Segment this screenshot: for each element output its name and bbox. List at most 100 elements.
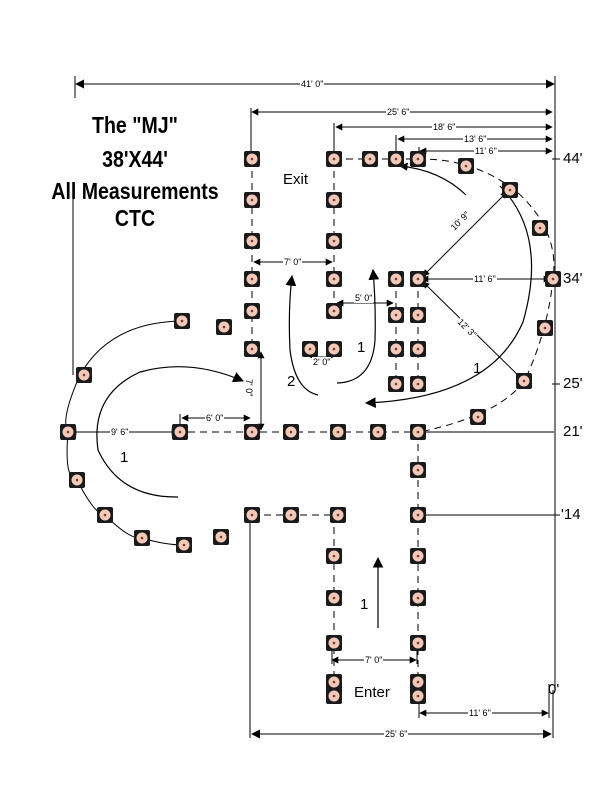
post [388,271,404,287]
post [330,507,346,523]
dim-label-6-0: 6' 0" [205,413,225,423]
post [326,674,342,690]
post [410,376,426,392]
dim-label-11-6-right: 11' 6" [473,274,497,284]
row-marker-lines [420,158,560,516]
post [388,341,404,357]
dim-label-18-6: 18' 6" [432,122,457,132]
post [532,220,548,236]
dim-label-7-0-vert: 7' 0" [244,378,254,398]
post [410,307,426,323]
path-arrow-left-circle [96,366,244,498]
post [458,158,474,174]
post [410,674,426,690]
post [537,320,553,336]
path-number-middle-2: 2 [287,373,296,390]
post [176,537,192,553]
post [410,507,426,523]
post [410,341,426,357]
post [97,507,113,523]
dim-label-11-6-top: 11' 6" [474,146,498,156]
post [60,424,76,440]
course-size: 38'X44' [102,146,168,172]
post [362,151,378,167]
post [283,424,299,440]
enter-label: Enter [354,684,390,701]
dim-label-13-6: 13' 6" [463,134,488,144]
dim-label-11-6-bottom: 11' 6" [468,708,492,718]
post [172,424,188,440]
post [326,271,342,287]
post [326,192,342,208]
post [244,271,260,287]
path-arrow-right-circle [364,185,533,409]
posts [60,151,561,704]
post [545,271,561,287]
path-arrow-middle-2 [285,274,319,396]
post [174,313,190,329]
dim-label-25-6-bottom: 25' 6" [384,729,409,739]
post [326,548,342,564]
dim-line-10-9 [422,191,508,277]
post [410,462,426,478]
course-note: All Measurements CTC [51,178,219,231]
post [216,319,232,335]
post [69,472,85,488]
post [502,182,518,198]
row-marker-14: '14 [561,506,581,523]
path-arrow-middle-1 [336,268,380,384]
dim-label-25-6-top: 25' 6" [386,107,411,117]
post [213,529,229,545]
post [283,507,299,523]
row-marker-0: 0' [548,681,560,698]
row-marker-34: 34' [563,270,583,287]
post [244,151,260,167]
post [410,424,426,440]
post [470,409,486,425]
post [326,341,342,357]
post [326,688,342,704]
post [326,151,342,167]
dim-label-41: 41' 0" [300,79,325,89]
post [326,635,342,651]
dim-label-7-0-chute: 7' 0" [364,655,384,665]
post [244,192,260,208]
post [410,548,426,564]
path-number-right-circle: 1 [473,360,482,377]
dim-label-2-0: 2' 0" [312,357,332,367]
dimension-lines [69,76,556,739]
post [516,373,532,389]
path-number-middle-1: 1 [357,339,366,356]
post [388,151,404,167]
exit-label: Exit [283,171,309,188]
post [410,151,426,167]
post [244,233,260,249]
dim-label-7-0-mid: 7' 0" [283,257,303,267]
post [326,303,342,319]
dim-label-9-6: 9' 6" [110,427,130,437]
row-marker-25: 25' [563,375,583,392]
path-number-entry: 1 [360,596,369,613]
post [410,271,426,287]
post [134,530,150,546]
post [244,341,260,357]
post [326,233,342,249]
course-title: The "MJ" [92,112,178,138]
path-number-left-circle: 1 [120,449,129,466]
post [244,507,260,523]
row-marker-44: 44' [563,150,583,167]
post [76,367,92,383]
path-arrow-exit [399,162,467,196]
post [326,590,342,606]
travel-paths [96,162,533,628]
post [302,341,318,357]
post [388,376,404,392]
post [244,424,260,440]
row-marker-21: 21' [563,423,583,440]
post [370,424,386,440]
dim-label-5-0: 5' 0" [354,293,374,303]
post [330,424,346,440]
post [388,307,404,323]
post [244,303,260,319]
